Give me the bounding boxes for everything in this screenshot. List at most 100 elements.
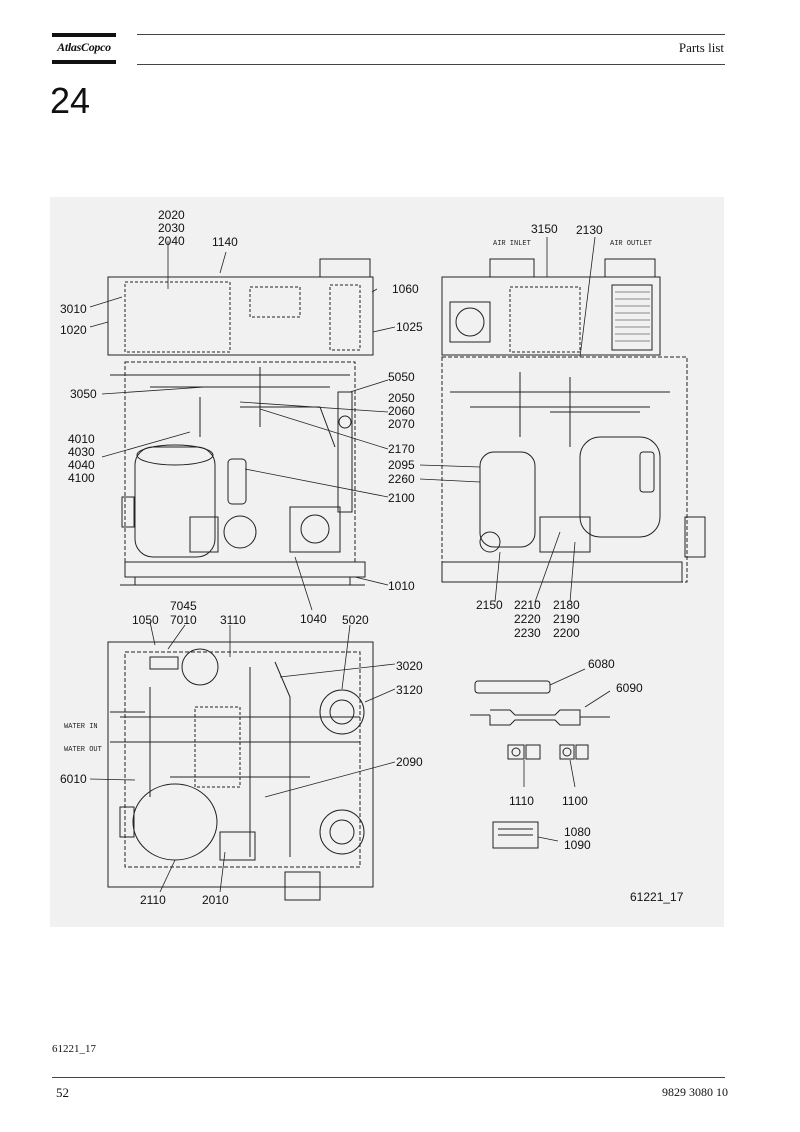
top-flange-upper bbox=[319, 689, 365, 735]
callout-7010: 7010 bbox=[170, 613, 197, 627]
atlas-copco-logo: AtlasCopco bbox=[52, 33, 116, 65]
callout-3050: 3050 bbox=[70, 387, 97, 401]
callout-2040: 2040 bbox=[158, 234, 185, 248]
front-compressor bbox=[134, 446, 216, 558]
logo-text: AtlasCopco bbox=[57, 40, 111, 54]
top-drain bbox=[284, 871, 321, 901]
callout-2110: 2110 bbox=[140, 893, 166, 907]
callout-4040: 4040 bbox=[68, 458, 95, 472]
header-rule-top bbox=[137, 34, 725, 35]
front-frame bbox=[124, 361, 356, 563]
top-flange-lower bbox=[319, 809, 365, 855]
callout-3150: 3150 bbox=[531, 222, 558, 236]
callout-2030: 2030 bbox=[158, 221, 185, 235]
front-valve-block bbox=[289, 506, 341, 553]
callout-6010: 6010 bbox=[60, 772, 87, 786]
callout-2200: 2200 bbox=[553, 626, 580, 640]
callout-2050: 2050 bbox=[388, 391, 415, 405]
front-base bbox=[124, 561, 366, 578]
callout-1050: 1050 bbox=[132, 613, 159, 627]
callout-4010: 4010 bbox=[68, 432, 95, 446]
side-view bbox=[441, 258, 706, 583]
front-housing bbox=[107, 276, 374, 356]
loose-parts bbox=[470, 680, 610, 849]
callout-3020: 3020 bbox=[396, 659, 423, 673]
callout-2180: 2180 bbox=[553, 598, 580, 612]
side-base bbox=[441, 561, 683, 583]
side-housing bbox=[441, 276, 661, 356]
water-out-label: WATER OUT bbox=[64, 746, 102, 754]
callout-2220: 2220 bbox=[514, 612, 541, 626]
front-condenser bbox=[124, 281, 231, 353]
drawing-canvas: AIR INLET AIR OUTLET WATER IN WATER OUT … bbox=[60, 208, 706, 907]
leader-lines bbox=[89, 236, 611, 893]
callout-2020: 2020 bbox=[158, 208, 185, 222]
footer-rule bbox=[52, 1077, 725, 1078]
top-gauge bbox=[181, 648, 219, 686]
callout-1100: 1100 bbox=[562, 794, 588, 808]
air-inlet-label: AIR INLET bbox=[493, 240, 531, 248]
callout-1020: 1020 bbox=[60, 323, 87, 337]
decal-1100 bbox=[559, 744, 575, 760]
front-filter bbox=[227, 458, 247, 505]
callout-2130: 2130 bbox=[576, 223, 603, 237]
callout-2090: 2090 bbox=[396, 755, 423, 769]
logo-bar-bottom bbox=[52, 60, 116, 64]
callout-2060: 2060 bbox=[388, 404, 415, 418]
callout-5020: 5020 bbox=[342, 613, 369, 627]
exploded-parts-drawing: AIR INLET AIR OUTLET WATER IN WATER OUT … bbox=[50, 197, 724, 927]
callout-3010: 3010 bbox=[60, 302, 87, 316]
callout-1110: 1110 bbox=[509, 794, 534, 808]
water-in-label: WATER IN bbox=[64, 723, 98, 731]
side-inlet-flange bbox=[684, 516, 706, 558]
callout-1080: 1080 bbox=[564, 825, 591, 839]
side-fan bbox=[449, 301, 491, 343]
callout-2190: 2190 bbox=[553, 612, 580, 626]
callouts: 2020 2030 2040 1140 3010 1020 1060 1025 … bbox=[60, 208, 684, 907]
callout-2260: 2260 bbox=[388, 472, 415, 486]
air-outlet-label: AIR OUTLET bbox=[610, 240, 652, 248]
section-title: Parts list bbox=[678, 40, 724, 55]
callout-7045: 7045 bbox=[170, 599, 197, 613]
figure-caption: 61221_17 bbox=[52, 1043, 96, 1055]
callout-1140: 1140 bbox=[212, 235, 238, 249]
top-outer-frame bbox=[107, 641, 374, 888]
decal-1110 bbox=[507, 744, 525, 760]
callout-2095: 2095 bbox=[388, 458, 415, 472]
page-number: 52 bbox=[56, 1085, 69, 1100]
callout-2170: 2170 bbox=[388, 442, 415, 456]
callout-2010: 2010 bbox=[202, 893, 229, 907]
side-heat-exchanger bbox=[611, 284, 653, 351]
callout-3110: 3110 bbox=[220, 613, 246, 627]
callout-1040: 1040 bbox=[300, 612, 327, 626]
figure-id: 61221_17 bbox=[630, 890, 684, 904]
document-number: 9829 3080 10 bbox=[662, 1085, 728, 1099]
top-view bbox=[107, 641, 374, 901]
callout-2150: 2150 bbox=[476, 598, 503, 612]
header-rule-bottom bbox=[137, 64, 725, 65]
callout-2230: 2230 bbox=[514, 626, 541, 640]
part-6090 bbox=[470, 709, 610, 726]
callout-2210: 2210 bbox=[514, 598, 541, 612]
callout-1010: 1010 bbox=[388, 579, 415, 593]
side-compressor-left bbox=[479, 451, 536, 548]
callout-1090: 1090 bbox=[564, 838, 591, 852]
part-6080 bbox=[474, 680, 551, 694]
callout-1060: 1060 bbox=[392, 282, 419, 296]
callout-2100: 2100 bbox=[388, 491, 415, 505]
callout-4030: 4030 bbox=[68, 445, 95, 459]
data-plate bbox=[492, 821, 539, 849]
chapter-number: 24 bbox=[50, 80, 91, 121]
front-view bbox=[107, 258, 374, 586]
callout-6080: 6080 bbox=[588, 657, 615, 671]
callout-4100: 4100 bbox=[68, 471, 95, 485]
side-compressor-right bbox=[579, 436, 661, 538]
logo-bar-top bbox=[52, 33, 116, 37]
callout-2070: 2070 bbox=[388, 417, 415, 431]
top-compressor bbox=[132, 783, 218, 861]
callout-5050: 5050 bbox=[388, 370, 415, 384]
callout-6090: 6090 bbox=[616, 681, 643, 695]
callout-1025: 1025 bbox=[396, 320, 423, 334]
callout-3120: 3120 bbox=[396, 683, 423, 697]
side-frame bbox=[441, 356, 688, 583]
